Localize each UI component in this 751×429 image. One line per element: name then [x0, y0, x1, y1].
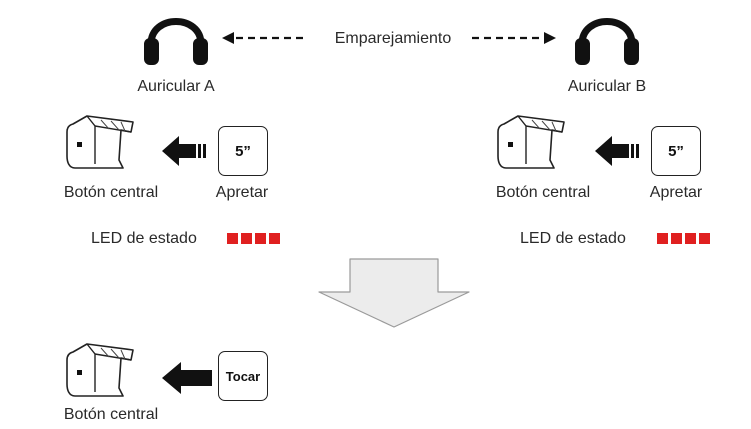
status-led-indicator	[657, 233, 710, 244]
led-light	[657, 233, 668, 244]
led-light	[269, 233, 280, 244]
led-light	[699, 233, 710, 244]
press-action-label: Apretar	[649, 184, 703, 201]
status-led-label: LED de estado	[91, 230, 197, 247]
central-button-label: Botón central	[495, 184, 591, 201]
tap-key: Tocar	[218, 351, 268, 401]
headphones-icon	[575, 18, 639, 65]
central-button-device-icon	[497, 115, 565, 169]
arrow-left-icon	[162, 136, 206, 166]
press-5s-key: 5”	[218, 126, 268, 176]
pairing-label: Emparejamiento	[334, 30, 452, 47]
arrow-left-icon	[162, 362, 212, 394]
central-button-device-icon	[66, 343, 134, 397]
status-led-indicator	[227, 233, 280, 244]
led-light	[685, 233, 696, 244]
central-button-label: Botón central	[63, 184, 159, 201]
led-light	[671, 233, 682, 244]
status-led-label: LED de estado	[520, 230, 626, 247]
led-light	[227, 233, 238, 244]
arrow-left-icon	[595, 136, 639, 166]
central-button-label: Botón central	[63, 406, 159, 423]
press-5s-key: 5”	[651, 126, 701, 176]
headset-a-label: Auricular A	[137, 78, 215, 95]
led-light	[241, 233, 252, 244]
headset-b-label: Auricular B	[567, 78, 647, 95]
pairing-arrow	[222, 32, 556, 44]
led-light	[255, 233, 266, 244]
press-action-label: Apretar	[215, 184, 269, 201]
flow-down-arrow	[318, 258, 470, 328]
central-button-device-icon	[66, 115, 134, 169]
headphones-icon	[144, 18, 208, 65]
